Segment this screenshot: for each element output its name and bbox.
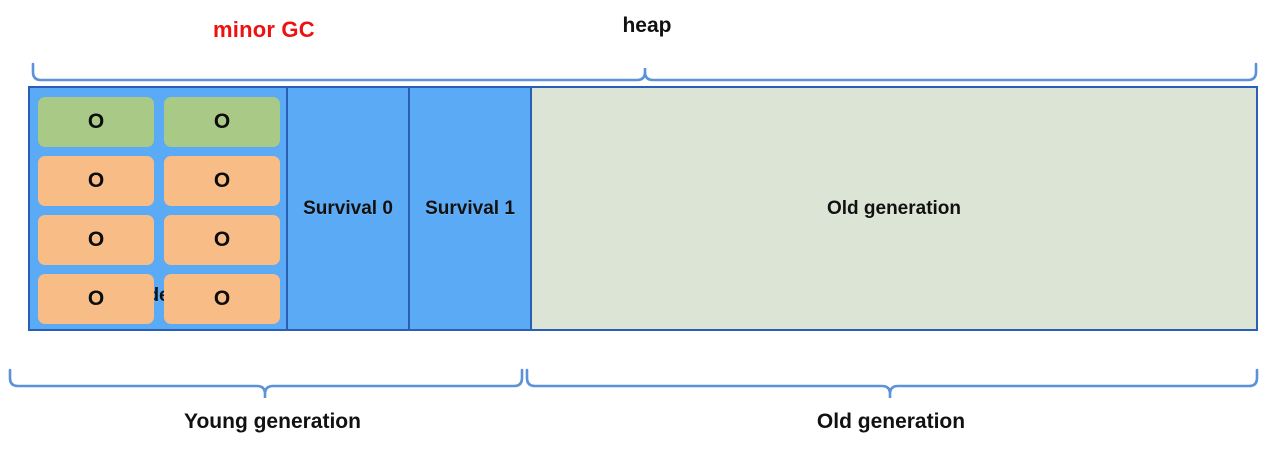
eden-object[interactable]: O xyxy=(164,97,280,147)
eden-object[interactable]: O xyxy=(38,215,154,265)
region-label-survival-1: Survival 1 xyxy=(425,197,515,219)
eden-object[interactable]: O xyxy=(164,215,280,265)
heap-label: heap xyxy=(622,14,672,37)
eden-object[interactable]: O xyxy=(38,97,154,147)
region-label-old-generation: Old generation xyxy=(826,197,962,219)
heap-bracket xyxy=(31,62,1258,82)
region-old-generation[interactable]: Old generation xyxy=(532,88,1256,329)
eden-object[interactable]: O xyxy=(38,274,154,324)
region-label-survival-0: Survival 0 xyxy=(303,197,393,219)
region-eden[interactable]: Eden O O O O O O O O xyxy=(30,88,288,329)
eden-object[interactable]: O xyxy=(164,156,280,206)
eden-object-grid: O O O O O O O O xyxy=(38,97,280,324)
eden-object[interactable]: O xyxy=(38,156,154,206)
old-generation-bracket xyxy=(525,368,1259,398)
region-survival-1[interactable]: Survival 1 xyxy=(410,88,532,329)
heap-container: Eden O O O O O O O O Survival 0 Survival… xyxy=(28,86,1258,331)
region-survival-0[interactable]: Survival 0 xyxy=(288,88,410,329)
eden-object[interactable]: O xyxy=(164,274,280,324)
minor-gc-label: minor GC xyxy=(213,17,315,42)
young-generation-label: Young generation xyxy=(184,410,361,433)
young-generation-bracket xyxy=(8,368,524,398)
old-generation-label: Old generation xyxy=(816,410,966,433)
